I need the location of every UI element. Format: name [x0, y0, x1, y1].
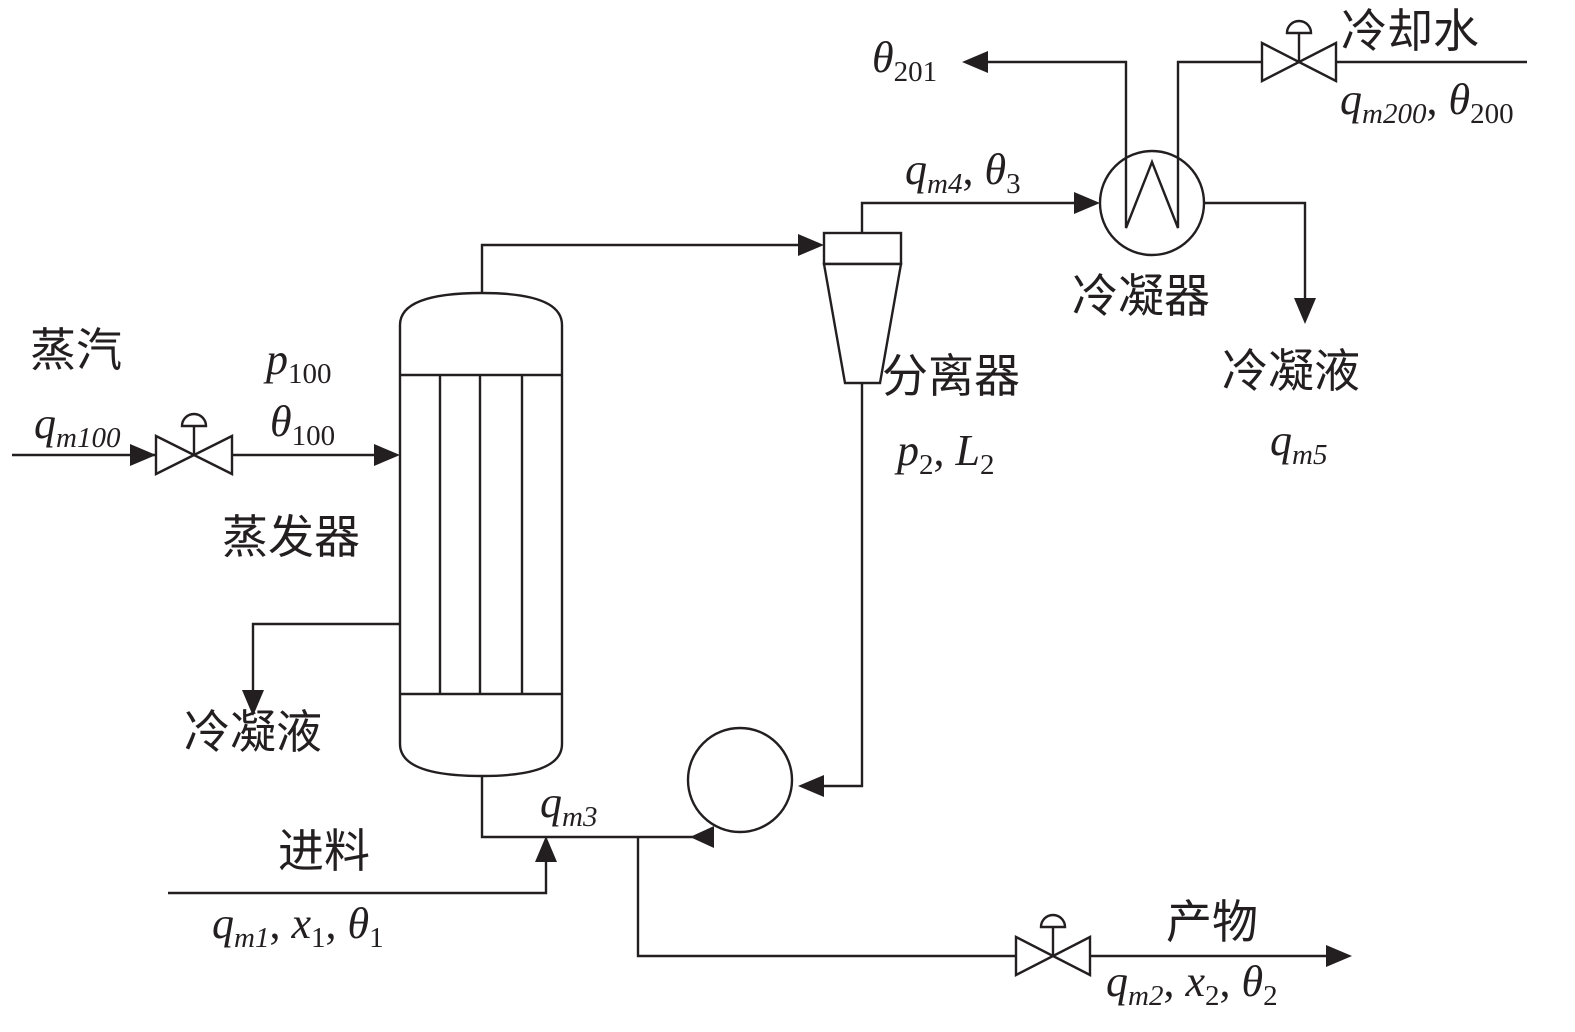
evaporator [398, 291, 564, 778]
steam-valve-body [154, 434, 234, 476]
condensate-outlet-line [1204, 201, 1307, 298]
separator-vapor-line [860, 201, 1086, 233]
feed-label: 进料 [278, 824, 370, 878]
evaporator-vapor-line [480, 243, 810, 293]
cooling-water-valve [1260, 19, 1338, 83]
condensate-outlet-arrow [1294, 298, 1316, 324]
circulation-pump [686, 726, 794, 834]
condenser-coil [1124, 150, 1180, 229]
product-valve-body [1014, 935, 1092, 977]
cooling-water-outlet-arrow [962, 51, 988, 73]
steam-flow-var: qm100 [34, 399, 121, 454]
cooling-water-outlet-line [976, 60, 1128, 150]
cooling-water-to-condenser-line [1176, 60, 1262, 150]
feed-vars: qm1, x1, θ1 [212, 899, 384, 954]
arrowheads [130, 51, 1352, 967]
separator-cone [822, 262, 903, 385]
condenser-shell [1098, 149, 1206, 257]
product-line [636, 837, 1016, 958]
condensate-label-right: 冷凝液 [1222, 344, 1360, 398]
condenser-label: 冷凝器 [1072, 269, 1210, 323]
feed-line [168, 858, 548, 895]
feed-arrow [535, 836, 557, 862]
separator [822, 231, 903, 385]
cooling-water-in-vars: qm200, θ200 [1340, 75, 1514, 130]
product-valve [1014, 913, 1092, 977]
cooling-water-valve-actuator [1285, 19, 1313, 35]
steam-valve-actuator [180, 412, 208, 428]
condensate-flow-var: qm5 [1270, 416, 1327, 471]
cooling-water-label: 冷却水 [1341, 4, 1479, 58]
product-outlet-arrow [1326, 945, 1352, 967]
condenser-inlet-arrow [1074, 192, 1100, 214]
separator-liquid-return-line [812, 383, 864, 788]
separator-state-vars: p2, L2 [894, 426, 994, 481]
vapor-out-vars: qm4, θ3 [905, 145, 1021, 200]
steam-condensate-arrow [242, 690, 264, 716]
product-vars: qm2, x2, θ2 [1106, 957, 1278, 1012]
separator-label: 分离器 [882, 349, 1020, 403]
recycle-flow-var: qm3 [540, 778, 597, 833]
pipes [12, 60, 1527, 958]
steam-valve [154, 412, 234, 476]
steam-temp-var: θ100 [270, 397, 335, 452]
separator-inlet-arrow [798, 234, 824, 256]
cooling-water-valve-body [1260, 41, 1338, 83]
evaporator-steam-arrow [374, 444, 400, 466]
pump-outlet-arrow [690, 826, 714, 848]
evaporator-bottom-line [480, 776, 714, 839]
steam-label: 蒸汽 [30, 323, 122, 377]
condensate-label-left: 冷凝液 [184, 705, 322, 759]
steam-condensate-line [251, 622, 400, 690]
steam-inlet-arrow [130, 444, 156, 466]
cooling-water-out-temp-var: θ201 [872, 33, 937, 88]
product-label: 产物 [1166, 895, 1258, 949]
steam-pressure-var: p100 [263, 335, 332, 390]
separator-top-section [822, 231, 903, 266]
pump-inlet-arrow [798, 775, 824, 797]
product-valve-actuator [1039, 913, 1067, 929]
evaporator-label: 蒸发器 [222, 510, 360, 564]
condenser [1098, 149, 1206, 257]
